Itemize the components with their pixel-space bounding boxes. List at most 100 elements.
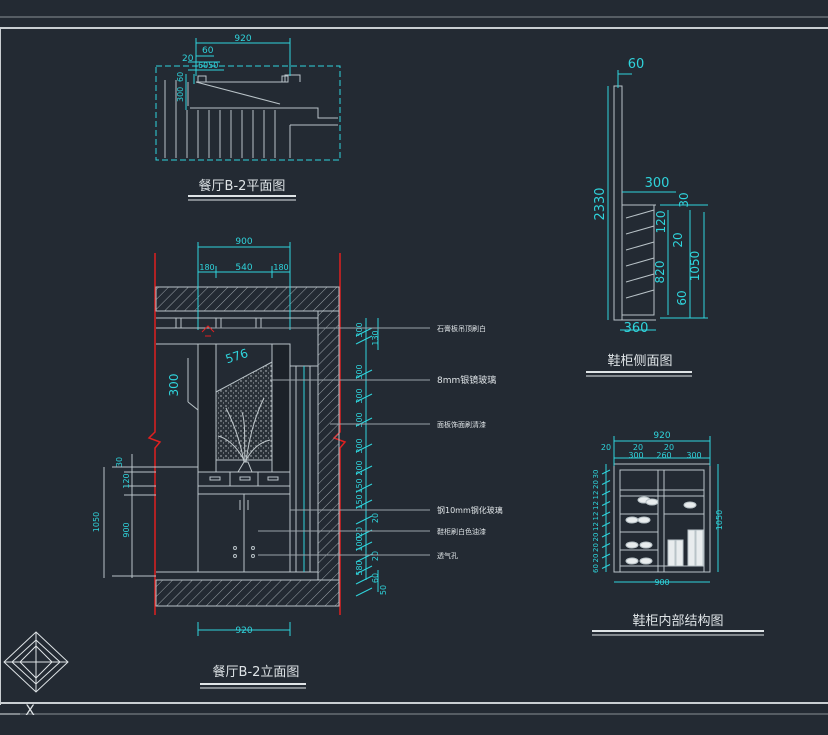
interior-left-dim-label: 20 (592, 554, 600, 563)
elev-dim-1050: 1050 (92, 512, 101, 532)
elev-dim-576: 576 (224, 346, 250, 366)
side-dim-r60: 60 (675, 290, 689, 305)
side-dim-lines (607, 70, 708, 331)
interior-cell-2: 260 (656, 451, 671, 460)
ceiling-hatch (155, 286, 340, 312)
elev-dim-900: 900 (122, 522, 131, 537)
side-dim-top: 60 (628, 57, 645, 72)
plan-dim-top: 920 (234, 34, 251, 44)
interior-left-dim-label: 12 (592, 491, 600, 500)
interior-seg-1: 20 (601, 443, 611, 452)
interior-seg-2: 20 (633, 443, 643, 452)
plan-slats (164, 74, 338, 158)
elev-right-tick (355, 443, 373, 453)
elev-right-tick (355, 565, 373, 575)
side-structure (613, 85, 656, 321)
plan-title: 餐厅B-2平面图 (199, 178, 286, 194)
elev-right-dim-label: 100 (355, 536, 364, 551)
floor-hatch (155, 579, 340, 607)
interior-title: 鞋柜内部结构图 (632, 613, 723, 629)
side-dim-height: 2330 (593, 187, 608, 220)
plan-dim-b: 20 (182, 54, 194, 64)
right-panel (271, 343, 291, 473)
interior-view[interactable]: 920 20 20 20 300 260 300 900 1050 302012… (592, 431, 764, 636)
elev-right-dim-label: 200 (355, 460, 364, 475)
interior-left-tick (601, 522, 611, 527)
elevation-top-dims (197, 242, 291, 636)
interior-dim-total: 920 (653, 431, 670, 441)
elev-right-tick (355, 499, 373, 509)
elev-right-tick (355, 327, 373, 337)
interior-structure (613, 463, 711, 573)
mirror-glass (215, 361, 273, 461)
elevation-right-dim-lines (365, 318, 379, 592)
elev-right-dim-label: 580 (355, 560, 364, 575)
interior-left-dim-label: 20 (592, 480, 600, 489)
side-dim-depth: 300 (645, 176, 670, 191)
side-dim-bottom: 360 (624, 321, 649, 336)
plan-dim-v1: 300 (176, 87, 185, 102)
side-dim-r20: 20 (671, 232, 685, 247)
elev-dim-120: 120 (122, 473, 131, 488)
elev-right-tick (355, 335, 373, 345)
plan-dim-v2: 60 (176, 72, 185, 82)
interior-dim-height: 1050 (715, 510, 724, 530)
interior-left-tick (601, 564, 611, 569)
elev-right-tick (355, 393, 373, 403)
interior-cell-1: 300 (628, 451, 643, 460)
interior-dim-lines (605, 436, 719, 583)
elev-right-dim-label: 300 (355, 438, 364, 453)
interior-left-tick (601, 553, 611, 559)
interior-left-tick (601, 543, 611, 548)
view-cube-compass[interactable] (3, 631, 69, 693)
elevation-view[interactable]: 900 180 540 180 920 (92, 237, 503, 689)
elev-right-tick (355, 417, 373, 427)
elev-right-tick (355, 369, 373, 379)
light-fixture (201, 325, 215, 337)
interior-left-dim-label: 60 (592, 564, 600, 573)
annotation-6: 透气孔 (437, 551, 458, 560)
elev-dim-300: 300 (167, 374, 181, 397)
interior-left-tick (601, 532, 611, 538)
plan-dim-c: 6050 (198, 61, 218, 70)
side-dim-r30: 30 (677, 192, 691, 207)
elev-right-tick (355, 587, 373, 597)
plan-outline (155, 65, 341, 161)
elev-dim-s3: 180 (273, 263, 288, 272)
elev-right-dim-label: 60 (371, 573, 380, 583)
elev-right-dim-label: 130 (371, 330, 380, 345)
side-view[interactable]: 60 2330 300 360 30 120 20 820 60 1050 鞋柜… (586, 57, 708, 377)
elev-right-dim-label: 300 (355, 364, 364, 379)
annotation-2: 8mm银镜玻璃 (437, 374, 496, 386)
interior-cell-3: 300 (686, 451, 701, 460)
drawing-frame (0, 16, 828, 715)
elev-right-dim-label: 20 (371, 513, 380, 523)
elev-dim-30: 30 (115, 457, 124, 467)
left-panel (197, 343, 217, 473)
interior-left-dim-label: 20 (592, 533, 600, 542)
annotation-5: 鞋柜刷白色油漆 (437, 527, 486, 536)
shoe-shapes (625, 496, 704, 567)
interior-left-dim-label: 20 (592, 543, 600, 552)
interior-left-tick (601, 511, 611, 517)
elev-right-tick (355, 483, 373, 493)
plan-view[interactable]: 920 60 20 6050 300 60 餐厅B-2平面图 (155, 34, 341, 201)
annotation-leaders (212, 327, 430, 556)
elev-right-dim-label: 300 (355, 322, 364, 337)
interior-left-tick (601, 480, 611, 485)
elevation-left-dims (103, 358, 199, 578)
plan-dim-a: 60 (202, 46, 214, 56)
elev-right-dim-label: 150 (355, 478, 364, 493)
side-dim-r120: 120 (654, 211, 668, 234)
side-title: 鞋柜侧面图 (607, 353, 672, 369)
side-dim-r820: 820 (653, 261, 667, 284)
interior-left-tick (601, 490, 611, 496)
elev-right-tick (355, 515, 373, 525)
interior-seg-3: 20 (664, 443, 674, 452)
elev-dim-bottom: 920 (235, 626, 252, 636)
interior-left-tick (601, 469, 611, 475)
interior-dim-width: 900 (654, 578, 669, 587)
annotation-4: 钢10mm钢化玻璃 (437, 505, 503, 515)
elev-dim-s2: 540 (235, 263, 252, 273)
